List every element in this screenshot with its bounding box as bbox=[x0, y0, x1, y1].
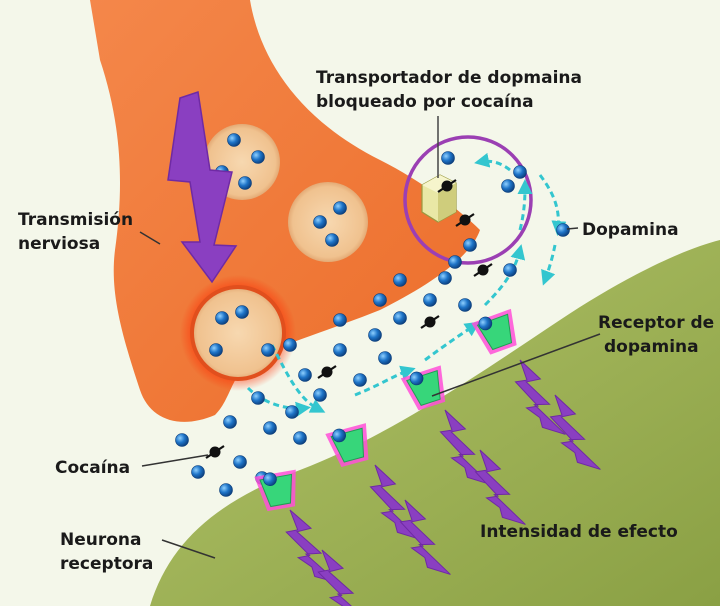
label-receptor-line2: dopamina bbox=[604, 337, 699, 357]
label-transmision-line2: nerviosa bbox=[18, 234, 100, 254]
label-dopamina: Dopamina bbox=[582, 220, 679, 240]
dopamine-transporter bbox=[422, 175, 456, 222]
label-receptor-line1: Receptor de bbox=[598, 313, 714, 333]
label-cocaina: Cocaína bbox=[55, 458, 130, 478]
label-neurona-line2: receptora bbox=[60, 554, 153, 574]
vesicle bbox=[288, 182, 368, 262]
label-intensidad: Intensidad de efecto bbox=[480, 522, 678, 542]
label-transmision-line1: Transmisión bbox=[18, 210, 133, 230]
label-neurona-line1: Neurona bbox=[60, 530, 142, 550]
label-transportador-line1: Transportador de dopmaina bbox=[316, 68, 582, 88]
label-transportador-line2: bloqueado por cocaína bbox=[316, 92, 534, 112]
fusing-vesicle bbox=[180, 275, 296, 391]
